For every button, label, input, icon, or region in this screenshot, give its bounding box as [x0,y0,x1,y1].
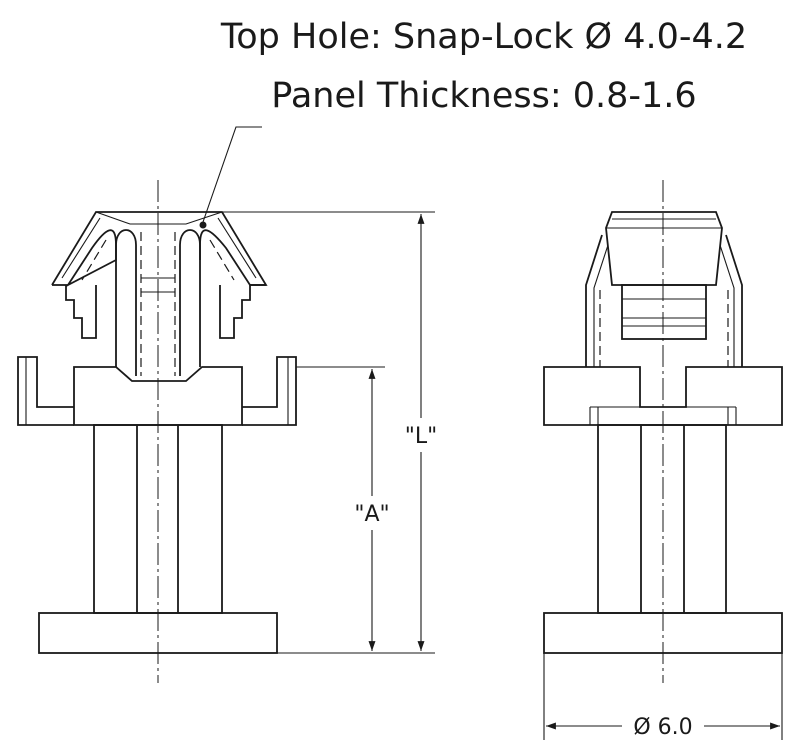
head-front [605,211,723,286]
title-line-2: Panel Thickness: 0.8-1.6 [271,76,696,116]
left-wing [17,356,74,426]
latch-block [621,284,707,340]
snap-lock-head [51,211,268,288]
arms-front [585,234,743,367]
right-barb [219,285,251,339]
a-label: "A" [354,502,389,527]
right-wing [242,356,297,426]
u-slot [115,229,137,376]
title-line-1: Top Hole: Snap-Lock Ø 4.0-4.2 [220,17,747,57]
side-view [17,126,297,683]
leader-line [202,126,262,223]
diameter-label: Ø 6.0 [633,715,692,740]
dimensions: "L" "A" [222,211,444,654]
stem-front [597,424,727,614]
front-view: Ø 6.0 [543,180,783,742]
middle-body [73,366,243,426]
leader-dot [199,221,207,229]
length-label: "L" [405,424,438,449]
left-barb [65,285,97,339]
